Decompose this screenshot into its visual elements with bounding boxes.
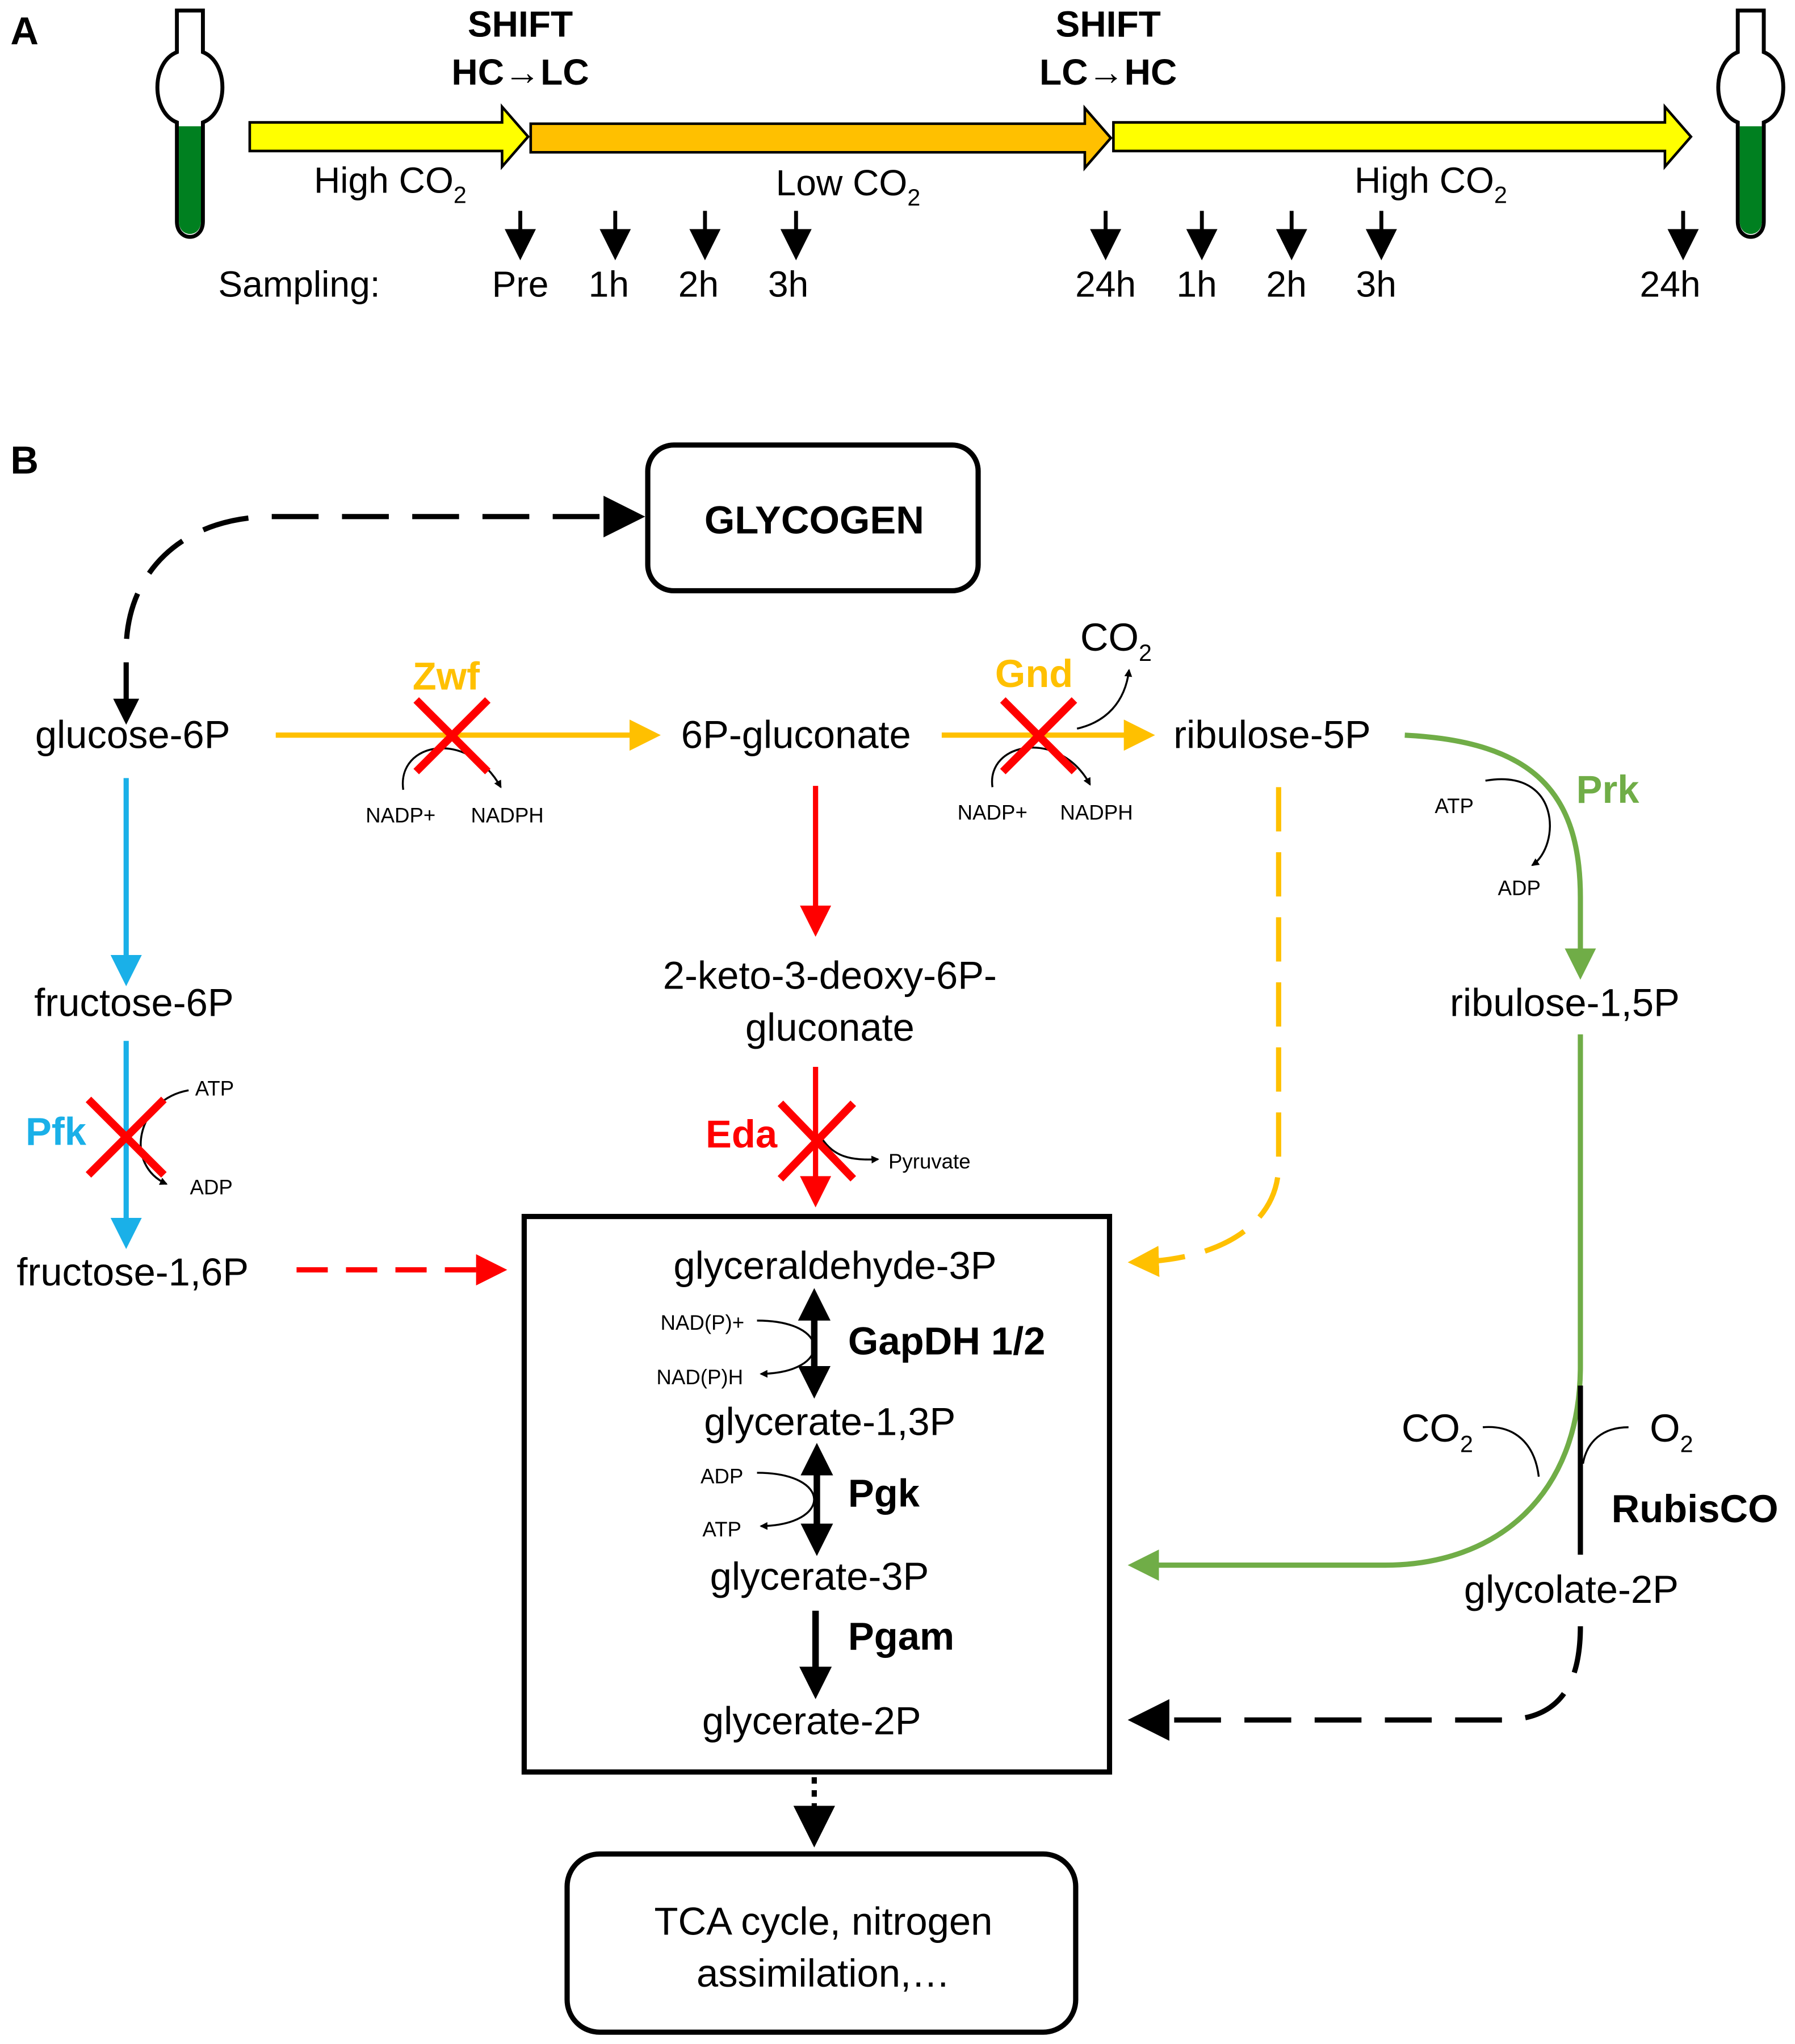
phase-label-high-co2-1: High CO2 <box>314 160 467 208</box>
prk-reaction-arrow <box>1404 732 1596 980</box>
cofactor-atp: ATP <box>1435 794 1474 818</box>
metabolite-glucose-6p: glucose-6P <box>35 713 230 757</box>
panel-b: B GLYCOGEN glucose-6P 6P-gluconate ribul… <box>10 438 1779 2035</box>
rubisco-co2-label: CO2 <box>1402 1406 1473 1457</box>
glycogen-box <box>645 442 981 594</box>
panel-b-label: B <box>10 438 39 482</box>
low-co2-phase-arrow <box>529 104 1113 171</box>
sampling-label: Sampling: <box>218 264 380 305</box>
lower-glycolysis-box <box>521 1213 1113 1775</box>
cofactor-nadp: NADP+ <box>958 801 1027 824</box>
enzyme-pgam: Pgam <box>848 1615 954 1658</box>
enzyme-pfk: Pfk <box>26 1110 87 1154</box>
metabolite-kdpg-line2: gluconate <box>745 1006 915 1049</box>
high-co2-phase-arrow-1 <box>248 103 530 170</box>
sampling-point: 2h <box>678 264 719 305</box>
rubisco-carboxylation-arrow <box>1127 1034 1583 1581</box>
sampling-point: 2h <box>1266 264 1306 305</box>
sampling-point: 24h <box>1075 264 1136 305</box>
rubisco-co2-line <box>1482 1426 1540 1477</box>
cofactor-nadph: NAD(P)H <box>656 1366 743 1389</box>
pgk-cofactor-arrow <box>757 1472 815 1530</box>
metabolite-glycerate-13p: glycerate-1,3P <box>704 1400 955 1443</box>
cofactor-atp: ATP <box>702 1518 741 1541</box>
downstream-box <box>564 1851 1079 2035</box>
rubisco-o2-line <box>1582 1426 1629 1464</box>
panel-a-label: A <box>10 9 39 53</box>
shift-1-title: SHIFT <box>468 3 573 44</box>
pfk-cofactor-arrow <box>140 1089 189 1185</box>
glycogen-label: GLYCOGEN <box>704 499 924 542</box>
panel-a: A SHIFT HC→LC SHIFT LC→HC High CO2 Low C… <box>10 3 1785 305</box>
sampling-point: 1h <box>1176 264 1217 305</box>
metabolite-6p-gluconate: 6P-gluconate <box>681 713 911 757</box>
enzyme-prk: Prk <box>1576 768 1640 811</box>
culture-tube-left-icon <box>155 9 225 239</box>
knockout-x-icon <box>777 1100 857 1182</box>
phase-label-low-co2: Low CO2 <box>776 162 921 211</box>
shift-1-direction: HC→LC <box>451 52 589 93</box>
gapdh-cofactor-arrow <box>757 1320 815 1378</box>
sampling-arrows <box>505 211 1699 261</box>
metabolite-fructose-6p: fructose-6P <box>34 981 233 1025</box>
knockout-x-icon <box>413 697 491 774</box>
metabolite-ribulose-5p: ribulose-5P <box>1173 713 1371 757</box>
enzyme-zwf: Zwf <box>413 655 480 698</box>
metabolite-glyceraldehyde-3p: glyceraldehyde-3P <box>673 1244 996 1288</box>
cofactor-adp: ADP <box>1498 877 1541 900</box>
sampling-point: Pre <box>492 264 549 305</box>
cofactor-adp: ADP <box>701 1464 743 1488</box>
gnd-co2-arrow <box>1076 668 1133 730</box>
culture-tube-right-icon <box>1716 9 1785 239</box>
cofactor-nadp-plus: NAD(P)+ <box>660 1311 744 1334</box>
enzyme-gnd: Gnd <box>995 652 1073 696</box>
photorespiration-dashed-arrow <box>1127 1626 1583 1741</box>
enzyme-pgk: Pgk <box>848 1472 920 1515</box>
knockout-x-icon <box>85 1096 167 1178</box>
enzyme-eda: Eda <box>706 1112 778 1156</box>
sampling-point: 3h <box>768 264 808 305</box>
metabolite-glycolate-2p: glycolate-2P <box>1464 1568 1679 1611</box>
high-co2-phase-arrow-2 <box>1112 103 1693 170</box>
metabolite-glycerate-3p: glycerate-3P <box>710 1555 929 1598</box>
cofactor-nadp: NADP+ <box>366 803 435 827</box>
phase-label-high-co2-2: High CO2 <box>1354 160 1507 208</box>
metabolite-kdpg-line1: 2-keto-3-deoxy-6P- <box>663 954 997 998</box>
ribulose-5p-dashed-arrow <box>1127 787 1281 1278</box>
gnd-co2-label: CO2 <box>1080 615 1152 666</box>
eda-pyruvate-arrow <box>819 1134 879 1164</box>
glycogen-dashed-arrow <box>113 496 645 725</box>
enzyme-gapdh: GapDH 1/2 <box>848 1319 1046 1363</box>
metabolite-fructose-16p: fructose-1,6P <box>16 1250 249 1294</box>
sampling-point: 24h <box>1640 264 1701 305</box>
sampling-point: 1h <box>589 264 629 305</box>
cofactor-nadph: NADPH <box>471 803 543 827</box>
shift-2-direction: LC→HC <box>1039 52 1177 93</box>
sampling-point: 3h <box>1356 264 1396 305</box>
metabolite-ribulose-15p: ribulose-1,5P <box>1450 981 1680 1025</box>
prk-cofactor-arrow <box>1485 778 1551 866</box>
cofactor-atp: ATP <box>195 1077 234 1100</box>
rubisco-o2-label: O2 <box>1650 1406 1693 1457</box>
enzyme-rubisco: RubisCO <box>1612 1487 1779 1531</box>
cofactor-pyruvate: Pyruvate <box>888 1150 971 1173</box>
downstream-line1: TCA cycle, nitrogen <box>654 1899 992 1943</box>
cofactor-nadph: NADPH <box>1060 801 1133 824</box>
cofactor-adp: ADP <box>190 1176 233 1199</box>
downstream-line2: assimilation,… <box>697 1951 950 1995</box>
knockout-x-icon <box>1000 697 1077 774</box>
metabolite-glycerate-2p: glycerate-2P <box>702 1699 921 1743</box>
shift-2-title: SHIFT <box>1056 3 1161 44</box>
